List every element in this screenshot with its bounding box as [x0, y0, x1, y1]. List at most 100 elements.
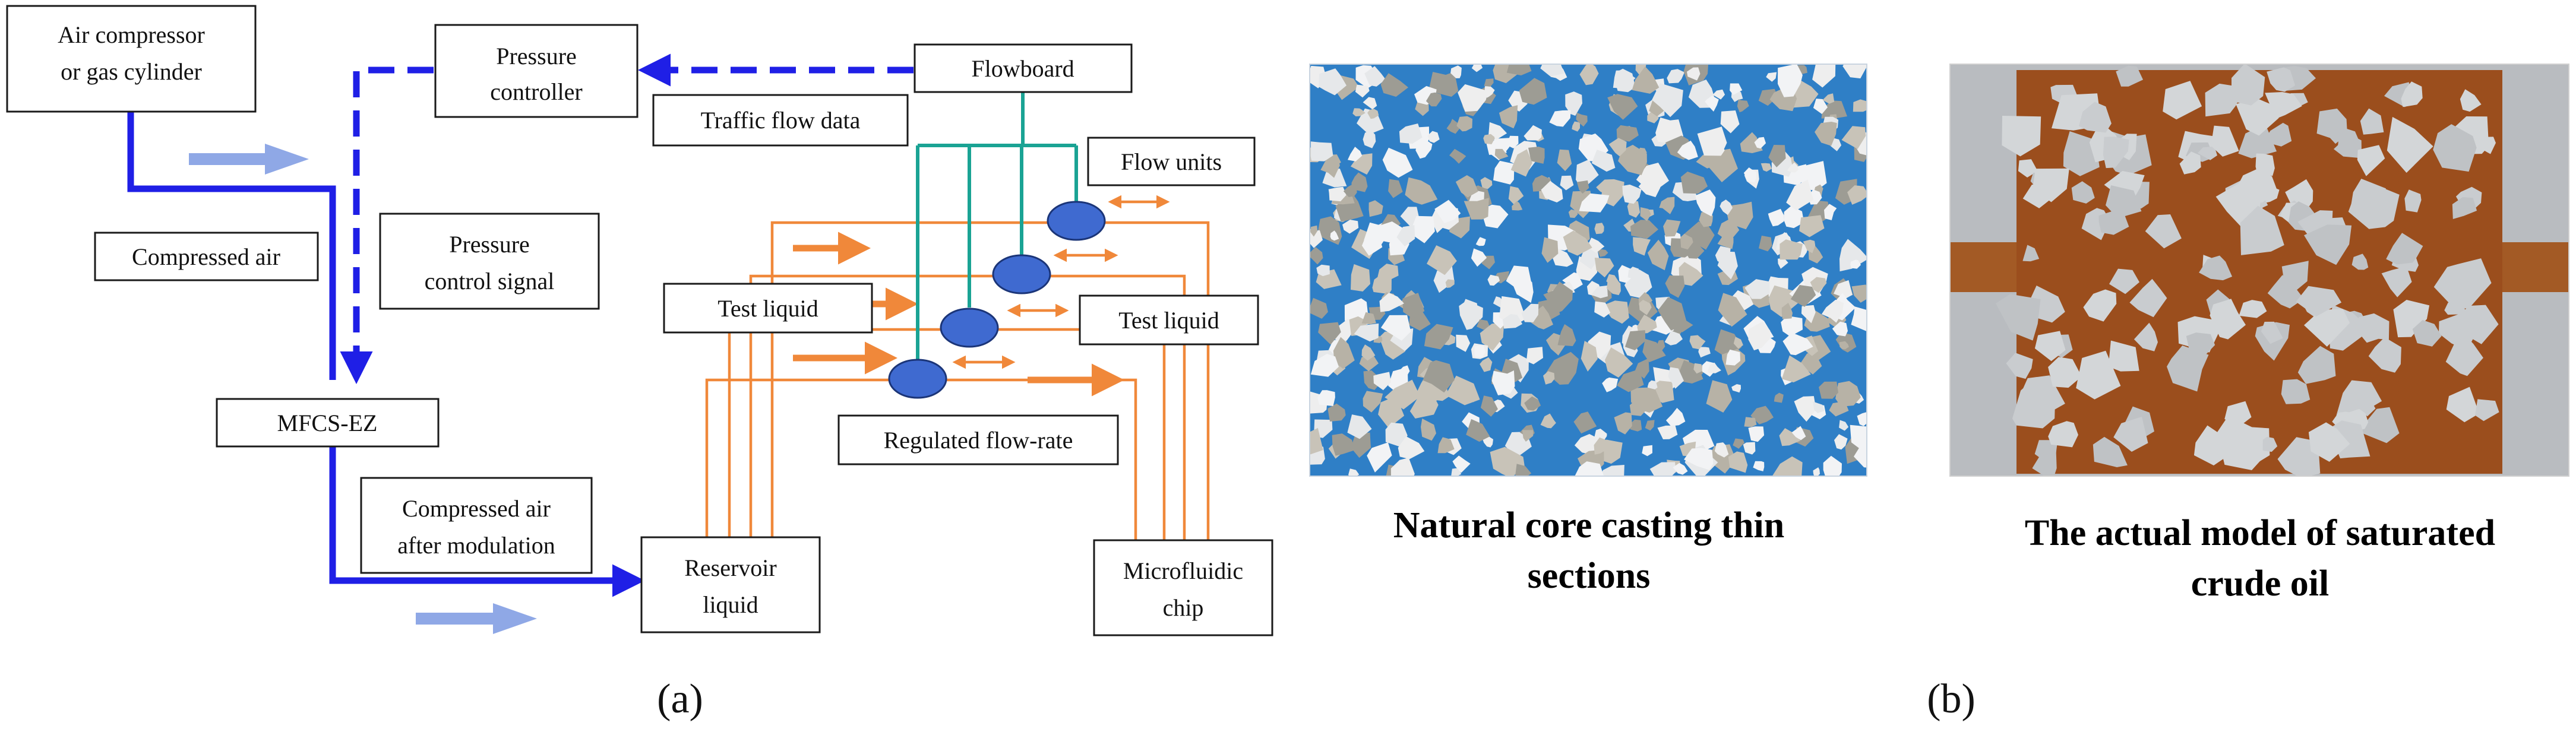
- thin-section-grain: [1377, 264, 1399, 280]
- thin-section-grain: [1616, 125, 1639, 142]
- thin-section-grain: [1474, 346, 1485, 358]
- thin-section-grain: [1380, 315, 1411, 341]
- thin-section-grain: [1850, 424, 1867, 454]
- thin-section-grain: [1379, 293, 1404, 312]
- modulated-air-box: Compressed air after modulation: [360, 477, 593, 574]
- thin-section-grain: [1398, 436, 1425, 460]
- crude-oil-model-grain: [2387, 116, 2433, 173]
- thin-section-grain: [1456, 116, 1472, 132]
- thin-section-grain: [1822, 93, 1835, 104]
- thin-section-grain: [1715, 246, 1731, 267]
- thin-section-grain: [1835, 381, 1861, 407]
- thin-section-grain: [1502, 313, 1523, 329]
- thin-section-grain: [1456, 334, 1471, 352]
- crude-oil-model-grain: [2261, 321, 2283, 344]
- thin-section-grain: [1665, 408, 1686, 426]
- crude-oil-model-grain: [2447, 305, 2499, 344]
- thin-section-grain: [1557, 324, 1576, 346]
- crude-oil-model-grain: [2186, 332, 2215, 362]
- thin-section-grain: [1605, 347, 1633, 378]
- thin-section-grain: [1361, 235, 1383, 256]
- thin-section-grain: [1310, 354, 1339, 377]
- thin-section-grain: [1565, 91, 1582, 116]
- thin-section-grain: [1753, 461, 1765, 471]
- crude-oil-model-grain: [2031, 286, 2065, 323]
- thin-section-grain: [1466, 419, 1490, 442]
- liquid-lines: [705, 221, 1210, 540]
- crude-oil-model-grain: [2445, 338, 2483, 376]
- thin-section-grain: [1434, 199, 1461, 223]
- crude-oil-model-grain: [2113, 417, 2148, 452]
- crude-oil-model-grain: [2357, 398, 2376, 417]
- thin-section-grain: [1642, 338, 1666, 363]
- thin-section-grain: [1427, 131, 1440, 143]
- thin-section-grain: [1696, 153, 1717, 169]
- thin-section-grain: [1424, 324, 1453, 350]
- thin-section-grain: [1318, 322, 1341, 345]
- compressed-air-label: Compressed air: [132, 243, 280, 270]
- crude-oil-model-grain: [2197, 146, 2217, 160]
- crude-oil-model-grain: [2240, 205, 2284, 255]
- crude-oil-model-grain: [2232, 64, 2265, 106]
- thin-section-grain: [1347, 414, 1372, 439]
- thin-section-grain: [1608, 138, 1627, 157]
- crude-oil-model-grain: [2034, 331, 2066, 362]
- thin-section-grain: [1607, 94, 1638, 120]
- thin-section-grain: [1768, 145, 1786, 167]
- thin-section-caption-2: sections: [1528, 556, 1651, 596]
- thin-section-grain: [1328, 186, 1347, 202]
- pressure-control-signal-box: Pressure control signal: [379, 213, 600, 310]
- crude-oil-model-grain: [2076, 350, 2121, 400]
- thin-section-grain: [1494, 148, 1509, 160]
- thin-section-grain: [1791, 285, 1816, 307]
- thin-section-grain: [1549, 110, 1571, 127]
- thin-section-grain: [1642, 445, 1652, 457]
- thin-section-grain: [1402, 293, 1425, 319]
- thin-section-grain: [1347, 147, 1363, 161]
- modulated-air-label-2: after modulation: [397, 532, 555, 559]
- thin-section-grain: [1405, 177, 1438, 205]
- thin-section-grain: [1607, 278, 1621, 296]
- flow-unit-3: [940, 308, 999, 348]
- crude-oil-model-grain: [2480, 137, 2496, 154]
- panel-a-label: (a): [657, 676, 703, 722]
- crude-oil-model-grain: [2237, 168, 2278, 203]
- thin-section-grain: [1458, 84, 1488, 112]
- thin-section-grain: [1655, 117, 1684, 144]
- thin-section-grain: [1630, 220, 1658, 239]
- thin-section-grain: [1600, 465, 1624, 476]
- crude-oil-model-grain: [2232, 426, 2270, 464]
- crude-oil-model-grain: [2116, 65, 2144, 87]
- thin-section-grain: [1359, 354, 1379, 372]
- thin-section-grain: [1780, 239, 1803, 260]
- thin-section-grain: [1488, 122, 1507, 140]
- thin-section-grain: [1819, 381, 1838, 399]
- thin-section-grain: [1521, 303, 1539, 322]
- thin-section-grain: [1524, 125, 1542, 141]
- thin-section-grain: [1624, 330, 1646, 350]
- thin-section-grain: [1781, 315, 1803, 337]
- thin-section-grain: [1629, 397, 1648, 416]
- thin-section-grain: [1698, 347, 1711, 358]
- reservoir-label-1: Reservoir: [684, 554, 777, 581]
- thin-section-grain: [1645, 420, 1655, 431]
- thin-section-grain: [1766, 72, 1777, 82]
- thin-section-grain: [1794, 396, 1816, 422]
- thin-section-grain: [1637, 315, 1657, 334]
- thin-section-grain: [1750, 405, 1774, 424]
- compressed-air-box: Compressed air: [94, 232, 319, 281]
- thin-section-grain: [1508, 186, 1524, 205]
- crude-oil-model-grain: [2355, 313, 2389, 343]
- thin-section-grain: [1706, 444, 1736, 474]
- crude-oil-model-grain: [2281, 379, 2311, 404]
- thin-section-grain: [1480, 177, 1493, 189]
- crude-oil-caption-2: crude oil: [2191, 563, 2329, 604]
- thin-section-grain: [1737, 99, 1749, 113]
- thin-section-grain: [1506, 135, 1519, 148]
- thin-section-grain: [1524, 396, 1541, 411]
- thin-section-grain: [1445, 279, 1455, 288]
- pressure-signal-label-1: Pressure: [449, 231, 530, 258]
- thin-section-grain: [1841, 126, 1866, 149]
- thin-section-grain: [1744, 417, 1757, 427]
- thin-section-grain: [1744, 279, 1770, 299]
